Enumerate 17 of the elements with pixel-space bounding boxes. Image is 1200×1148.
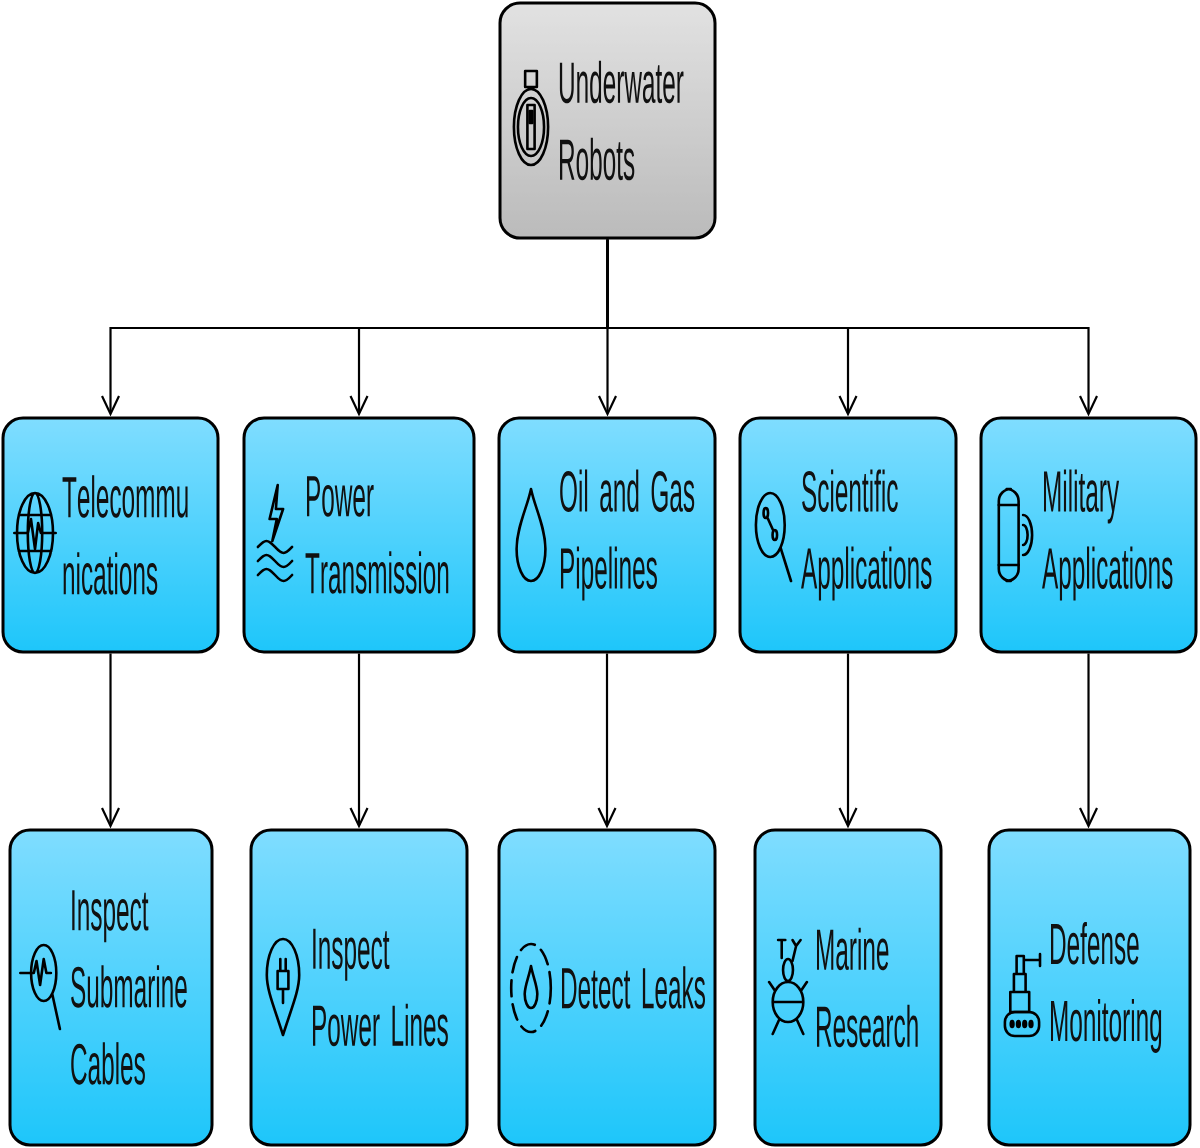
root-box: Underwater Robots [498, 1, 717, 240]
category-box: Telecommunications [1, 416, 220, 654]
category-box: Scientific Applications [738, 416, 958, 654]
task-box: Marine Research [753, 828, 943, 1147]
arrow [597, 653, 617, 829]
category-box: Oil and Gas Pipelines [497, 416, 717, 654]
category-box: Military Applications [979, 416, 1198, 654]
arrow [1079, 653, 1098, 829]
task-box: Defense Monitoring [987, 828, 1192, 1147]
task-box: Inspect Submarine Cables [8, 828, 214, 1147]
arrow [349, 653, 369, 829]
arrow [606, 239, 1098, 417]
task-box: Inspect Power Lines [249, 828, 469, 1147]
arrow [838, 653, 858, 829]
task-box: Detect Leaks [497, 828, 717, 1147]
arrow [101, 653, 120, 829]
category-box: Power Transmission [242, 416, 476, 654]
